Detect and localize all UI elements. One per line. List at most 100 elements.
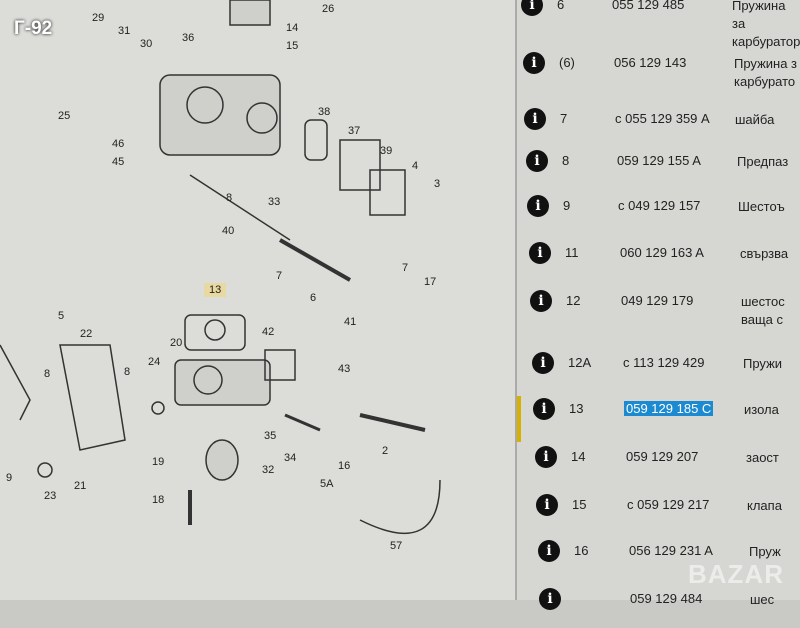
table-row[interactable]: i 9 с 049 129 157 Шестоъ <box>517 195 800 235</box>
info-icon[interactable]: i <box>530 290 552 312</box>
part-description: шес <box>750 592 775 607</box>
callout-label: 37 <box>348 125 361 137</box>
callout-label: 5A <box>320 478 334 490</box>
position-number: 15 <box>572 497 587 512</box>
callout-label: 23 <box>44 490 57 502</box>
table-row[interactable]: i 12 049 129 179 шестос ваща с <box>517 290 800 330</box>
table-row[interactable]: i 14 059 129 207 заост <box>517 446 800 486</box>
callout-label: 38 <box>318 106 331 118</box>
callout-label: 40 <box>222 225 235 237</box>
position-number: 7 <box>560 111 568 126</box>
position-number: 16 <box>574 543 589 558</box>
part-number[interactable]: 059 129 155 A <box>617 153 701 168</box>
part-number[interactable]: с 049 129 157 <box>618 198 700 213</box>
part-number-text: 060 129 163 A <box>620 245 704 260</box>
callout-label: 25 <box>58 110 71 122</box>
info-icon[interactable]: i <box>535 446 557 468</box>
position-number: 11 <box>565 245 579 260</box>
carburetor-drawing <box>0 0 441 535</box>
part-number[interactable]: с 113 129 429 <box>623 355 704 370</box>
callout-label: 17 <box>424 276 437 288</box>
callout-label: 36 <box>182 32 195 44</box>
callout-label: 6 <box>310 292 317 304</box>
table-row[interactable]: i 059 129 484 шес <box>517 588 800 628</box>
position-number: 13 <box>569 401 584 416</box>
callout-label: 32 <box>262 464 275 476</box>
table-row[interactable]: i 8 059 129 155 A Предпаз <box>517 150 800 190</box>
callout-label: 29 <box>92 12 105 24</box>
info-icon[interactable]: i <box>523 52 545 74</box>
part-number[interactable]: с 055 129 359 A <box>615 111 710 126</box>
callout-label: 43 <box>338 363 351 375</box>
table-row[interactable]: i 12A с 113 129 429 Пружи <box>517 352 800 392</box>
callout-label: 16 <box>338 460 351 472</box>
callout-label: 21 <box>74 480 87 492</box>
table-row[interactable]: i 13 059 129 185 C изола <box>517 398 800 438</box>
panel-divider <box>515 0 517 600</box>
callout-label: 57 <box>390 540 403 552</box>
position-number: 12A <box>568 355 592 370</box>
part-description: Предпаз <box>737 154 789 169</box>
part-number[interactable]: 056 129 231 A <box>629 543 713 558</box>
callout-label: 8 <box>226 192 233 204</box>
part-number[interactable]: 059 129 207 <box>626 449 698 464</box>
position-number: 9 <box>563 198 571 213</box>
part-number[interactable]: 049 129 179 <box>621 293 693 308</box>
part-description: шайба <box>735 112 775 127</box>
part-description: заост <box>746 450 779 465</box>
callout-label: 8 <box>124 366 131 378</box>
callout-label: 8 <box>44 368 51 380</box>
callout-label: 45 <box>112 156 125 168</box>
info-icon[interactable]: i <box>533 398 555 420</box>
part-number[interactable]: 060 129 163 A <box>620 245 704 260</box>
callout-label: 33 <box>268 196 281 208</box>
info-icon[interactable]: i <box>529 242 551 264</box>
part-number[interactable]: 059 129 484 <box>630 591 702 606</box>
info-icon[interactable]: i <box>539 588 561 610</box>
part-number[interactable]: 056 129 143 <box>614 55 686 70</box>
callout-label: 46 <box>112 138 125 150</box>
listing-tag: Г-92 <box>14 18 53 39</box>
table-row[interactable]: i 15 с 059 129 217 клапа <box>517 494 800 534</box>
callout-label: 26 <box>322 3 335 15</box>
position-number: 6 <box>557 0 565 12</box>
position-number: 14 <box>571 449 586 464</box>
table-row[interactable]: i 7 с 055 129 359 A шайба <box>517 108 800 148</box>
part-number-text: 056 129 231 A <box>629 543 713 558</box>
part-number-text: 055 129 485 <box>612 0 685 12</box>
table-row[interactable]: i 16 056 129 231 A Пруж <box>517 540 800 580</box>
info-icon[interactable]: i <box>538 540 560 562</box>
part-number-text: с 049 129 157 <box>618 198 701 213</box>
part-description: Шестоъ <box>738 199 785 214</box>
info-icon[interactable]: i <box>527 195 549 217</box>
part-description: клапа <box>747 498 782 513</box>
part-description: Пруж <box>749 544 781 559</box>
callout-label: 15 <box>286 40 299 52</box>
callout-label: 7 <box>402 262 409 274</box>
part-number[interactable]: с 059 129 217 <box>627 497 709 512</box>
position-number: 8 <box>562 153 570 168</box>
part-number-text: 049 129 179 <box>621 293 694 308</box>
part-number-text: с 055 129 359 A <box>615 111 710 126</box>
table-row[interactable]: i 6 055 129 485 Пружина за карбуратор <box>517 0 800 49</box>
info-icon[interactable]: i <box>521 0 543 16</box>
info-icon[interactable]: i <box>532 352 554 374</box>
selected-row-marker <box>517 396 521 442</box>
info-icon[interactable]: i <box>526 150 548 172</box>
info-icon[interactable]: i <box>524 108 546 130</box>
callout-label: 22 <box>80 328 93 340</box>
table-row[interactable]: i 11 060 129 163 A свързва <box>517 242 800 282</box>
part-number[interactable]: 059 129 185 C <box>624 401 714 416</box>
callout-label: 34 <box>284 452 297 464</box>
callout-label-highlighted: 13 <box>204 283 227 297</box>
info-icon[interactable]: i <box>536 494 558 516</box>
callout-label: 42 <box>262 326 275 338</box>
part-number-text: 056 129 143 <box>614 55 687 70</box>
part-description: свързва <box>740 246 789 261</box>
part-number-text: 059 129 185 C <box>624 401 714 416</box>
part-description: Пружи <box>743 356 783 371</box>
table-row[interactable]: i (6) 056 129 143 Пружина з карбурато <box>517 52 800 92</box>
callout-label: 19 <box>152 456 165 468</box>
part-number[interactable]: 055 129 485 <box>612 0 684 12</box>
